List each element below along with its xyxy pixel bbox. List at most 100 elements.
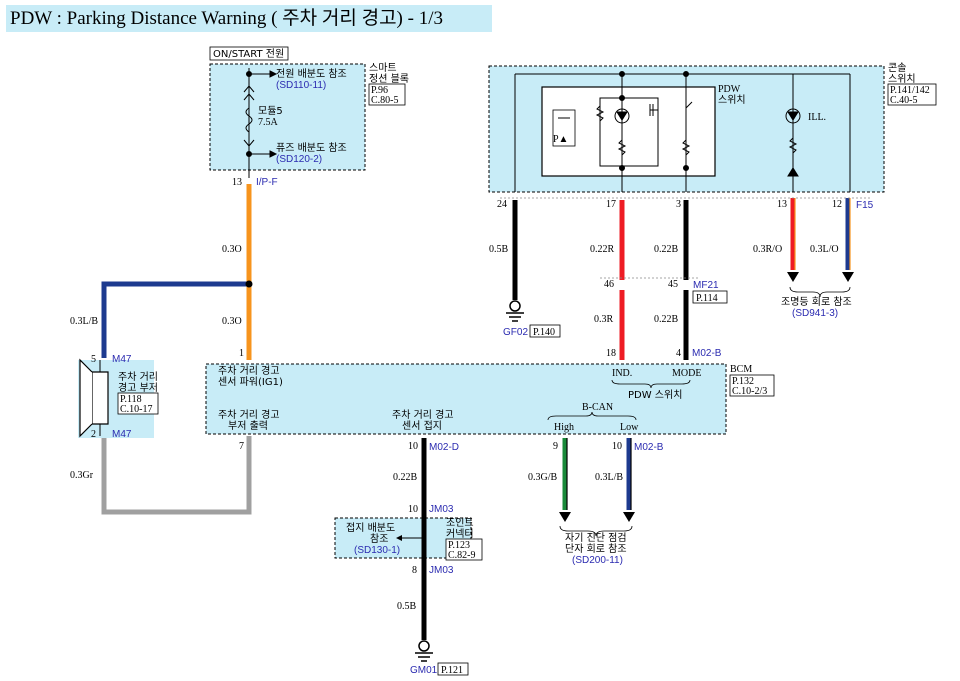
pin-jm03-10: 10 bbox=[408, 504, 418, 515]
connector-jm03-bottom: JM03 bbox=[429, 565, 454, 576]
buzzer-name-2: 경고 부저 bbox=[118, 381, 158, 394]
wire-label-buzzer-top: 0.3L/B bbox=[70, 316, 98, 327]
console-switch-internals: P▲ bbox=[514, 71, 851, 192]
bcm-sensor-gnd-1: 주차 거리 경고 bbox=[392, 408, 454, 421]
bcm-mode-label: MODE bbox=[672, 368, 701, 379]
connector-ipf: I/P-F bbox=[256, 177, 278, 188]
pin-mf21-45: 45 bbox=[668, 279, 678, 290]
on-start-header: ON/START 전원 bbox=[213, 48, 284, 60]
buzzer-ref-page: P.118 bbox=[120, 394, 142, 405]
bcm-bcan: B-CAN bbox=[582, 402, 613, 413]
pin-bcm-9: 9 bbox=[553, 441, 558, 452]
wire-label-mode-bottom: 0.22B bbox=[654, 314, 679, 325]
arrow-ill-lo bbox=[842, 272, 854, 282]
ground-gm01-name: GM01 bbox=[410, 665, 438, 676]
wire-label-sensor-top: 0.22B bbox=[393, 472, 418, 483]
ground-gm01-symbol bbox=[415, 640, 433, 662]
fuse-circuit bbox=[243, 68, 278, 178]
console-switch-ref-box bbox=[887, 83, 937, 106]
bcm-ind-label: IND. bbox=[612, 368, 632, 379]
joint-gnd-arrowhead bbox=[396, 535, 402, 541]
pin-bcm-7: 7 bbox=[239, 441, 244, 452]
joint-name-1: 조인트 bbox=[446, 517, 474, 529]
wire-navy-buzzer bbox=[101, 281, 249, 358]
wire-label-ill-lo: 0.3L/O bbox=[810, 244, 839, 255]
pin-m47-2: 2 bbox=[91, 429, 96, 440]
console-switch-ref-page: P.141/142 bbox=[890, 85, 930, 96]
ill-label: ILL. bbox=[808, 112, 826, 123]
buzzer-horn bbox=[79, 358, 93, 438]
console-switch-name-2: 스위치 bbox=[888, 72, 916, 85]
connector-m47-top: M47 bbox=[112, 354, 132, 365]
connector-m47-bottom: M47 bbox=[112, 429, 132, 440]
bcm-sensor-gnd-2: 센서 접지 bbox=[402, 420, 442, 432]
bcm-ref-conn: C.10-2/3 bbox=[732, 386, 767, 397]
pin-f15-17: 17 bbox=[606, 199, 616, 210]
bcm-module bbox=[205, 363, 727, 435]
smart-junction-ref-page: P.96 bbox=[371, 85, 388, 96]
connector-jm03-top: JM03 bbox=[429, 504, 454, 515]
connector-mf21: MF21 bbox=[693, 280, 719, 291]
connector-f15: F15 bbox=[856, 200, 874, 211]
pin-bcm-4: 4 bbox=[676, 348, 681, 359]
mf21-page-box bbox=[692, 290, 728, 304]
joint-gnd-label-2: 참조 bbox=[370, 533, 388, 545]
bcm-low: Low bbox=[620, 422, 639, 433]
bcm-power-label-1: 주차 거리 경고 bbox=[218, 364, 280, 377]
bcm-pdw-switch: PDW 스위치 bbox=[628, 388, 682, 401]
pin-f15-13: 13 bbox=[777, 199, 787, 210]
diag-ref-code: (SD200-11) bbox=[572, 555, 623, 566]
pdw-switch-label-2: 스위치 bbox=[718, 93, 746, 106]
bcm-ref-page: P.132 bbox=[732, 376, 754, 387]
pin-m47-5: 5 bbox=[91, 354, 96, 365]
pin-bcm-1: 1 bbox=[239, 348, 244, 359]
joint-ref-page: P.123 bbox=[448, 540, 470, 551]
bcm-power-label-2: 센서 파워(IG1) bbox=[218, 375, 283, 388]
mf21-page: P.114 bbox=[696, 293, 718, 304]
diag-ref-label-1: 자기 진단 점검 bbox=[565, 532, 627, 544]
bcm-pdw-brace bbox=[611, 379, 691, 389]
arrow-can-low bbox=[623, 512, 635, 522]
ground-gf02-page: P.140 bbox=[533, 327, 555, 338]
pin-f15-12: 12 bbox=[832, 199, 842, 210]
pdw-switch-body bbox=[541, 86, 716, 177]
splice-dot bbox=[245, 280, 253, 288]
joint-name-2: 커넥터 bbox=[446, 528, 474, 540]
smart-junction-block bbox=[209, 63, 366, 171]
on-start-header-box bbox=[209, 46, 289, 61]
ground-gf02-name: GF02 bbox=[503, 327, 528, 338]
smart-junction-ref-box bbox=[368, 83, 406, 106]
bcm-bcan-brace bbox=[547, 411, 637, 421]
bcm-high: High bbox=[554, 422, 574, 433]
wire-label-mode-top: 0.22B bbox=[654, 244, 679, 255]
buzzer-ref-box bbox=[117, 392, 159, 415]
pin-f15-24: 24 bbox=[497, 199, 507, 210]
pin-bcm-10-low: 10 bbox=[612, 441, 622, 452]
ill-ref-label: 조명등 회로 참조 bbox=[781, 296, 852, 308]
wire-label-ipf-top: 0.3O bbox=[222, 244, 242, 255]
joint-ref-box bbox=[445, 538, 483, 561]
arrow-can-high bbox=[559, 512, 571, 522]
bcm-ref-box bbox=[729, 374, 775, 397]
smart-junction-ref-conn: C.80-5 bbox=[371, 95, 399, 106]
wire-label-buzzer-bottom: 0.3Gr bbox=[70, 470, 94, 481]
diag-ref-label-2: 단자 회로 참조 bbox=[565, 543, 627, 555]
bcm-buzzer-out-2: 부저 출력 bbox=[228, 420, 268, 432]
pin-bcm-18: 18 bbox=[606, 348, 616, 359]
ground-gm01-page-box bbox=[437, 662, 469, 676]
ill-ref-code: (SD941-3) bbox=[792, 308, 838, 319]
joint-gnd-ref: (SD130-1) bbox=[354, 545, 400, 556]
power-dist-ref: (SD110-11) bbox=[276, 80, 326, 91]
svg-text:P▲: P▲ bbox=[553, 134, 568, 145]
wire-label-ground-f15: 0.5B bbox=[489, 244, 509, 255]
wire-label-can-low: 0.3L/B bbox=[595, 472, 623, 483]
wire-label-ind-top: 0.22R bbox=[590, 244, 615, 255]
buzzer-body bbox=[91, 371, 109, 425]
fuse-dist-label: 퓨즈 배분도 참조 bbox=[276, 142, 347, 154]
power-dist-label: 전원 배분도 참조 bbox=[276, 68, 347, 80]
wire-gray-buzzer bbox=[101, 436, 252, 515]
fuse-dist-ref: (SD120-2) bbox=[276, 154, 322, 165]
connector-m02b-low: M02-B bbox=[634, 442, 664, 453]
wire-label-can-high: 0.3G/B bbox=[528, 472, 558, 483]
